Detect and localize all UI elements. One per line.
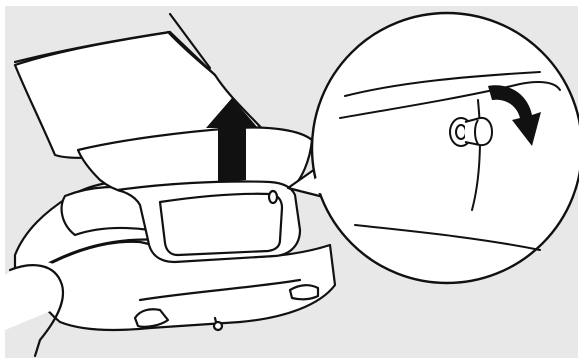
right-exhaust bbox=[290, 285, 318, 299]
callout-circle bbox=[312, 13, 582, 283]
car-keyhole bbox=[269, 191, 277, 203]
license-plate-recess bbox=[160, 194, 282, 255]
lock-cylinder-icon bbox=[450, 118, 492, 146]
